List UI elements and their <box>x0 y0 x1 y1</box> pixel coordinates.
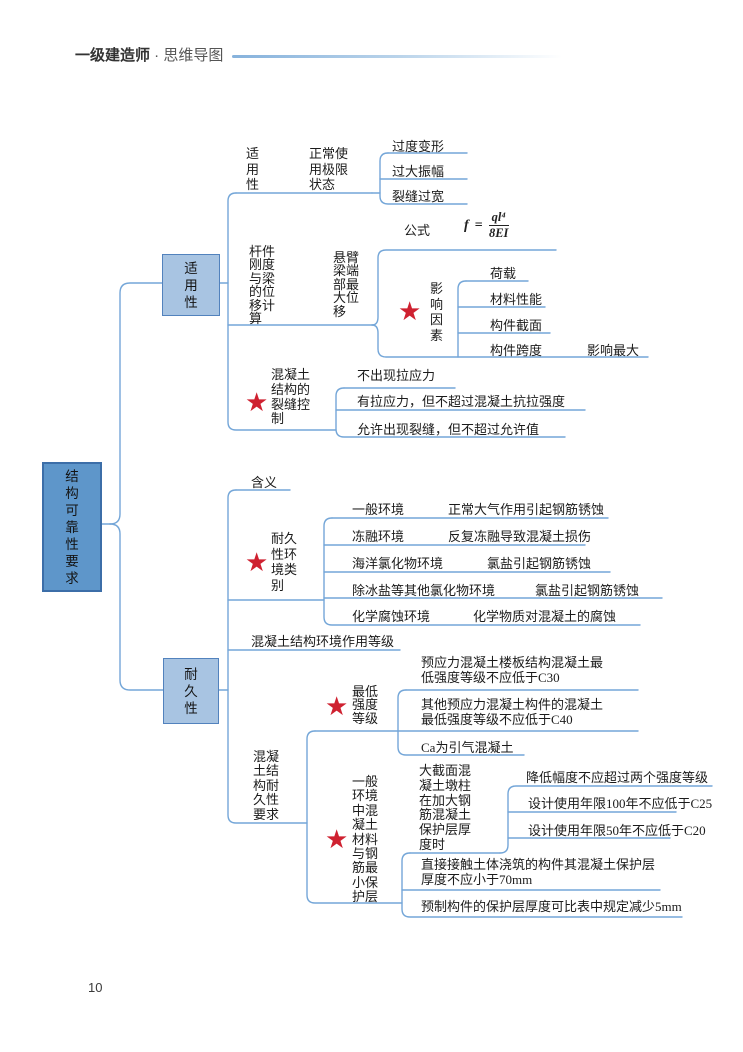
connector-line <box>397 689 525 756</box>
pier-leaf: 降低幅度不应超过两个强度等级 <box>526 770 709 785</box>
usability-leaf: 裂缝过宽 <box>392 189 445 204</box>
cantilever-label: 悬臂 梁端 部最 大位 移 <box>333 250 360 319</box>
crack-leaf: 不出现拉应力 <box>357 368 436 383</box>
page-header: 一级建造师 · 思维导图 <box>75 44 223 65</box>
factor-leaf: 构件跨度 <box>490 343 543 358</box>
env-effect: 氯盐引起钢筋锈蚀 <box>487 556 592 571</box>
branch-applicability-node: 适 用 性 <box>162 254 220 316</box>
formula-label: 公式 <box>404 223 431 238</box>
star-icon: ★ <box>325 825 349 855</box>
env-effect: 反复冻融导致混凝土损伤 <box>448 529 592 544</box>
header-separator: · <box>150 47 164 64</box>
formula-lhs: f <box>464 217 469 233</box>
connector-line <box>323 517 641 626</box>
star-icon: ★ <box>398 297 422 327</box>
branch-durability-node: 耐 久 性 <box>163 658 219 724</box>
usability-leaf: 过大振幅 <box>392 164 445 179</box>
star-icon: ★ <box>325 692 349 722</box>
min-strength-leaf: Ca为引气混凝土 <box>421 740 514 755</box>
connector-line <box>227 192 337 431</box>
connector-line <box>227 489 308 824</box>
connector-line <box>499 785 713 854</box>
star-icon: ★ <box>245 388 269 418</box>
connector-line <box>379 152 468 205</box>
connector-line <box>457 280 467 358</box>
env-name: 冻融环境 <box>352 529 405 544</box>
page-number: 10 <box>88 980 103 995</box>
min-strength-leaf: 其他预应力混凝土构件的混凝土 最低强度等级不应低于C40 <box>421 697 604 727</box>
applicability-connectors <box>217 152 649 438</box>
factor-note: 影响最大 <box>587 343 640 358</box>
header-subtitle: 思维导图 <box>163 47 224 64</box>
trunk-connectors <box>97 282 164 691</box>
env-name: 一般环境 <box>352 502 405 517</box>
crack-control-label: 混凝土 结构的 裂缝控 制 <box>271 367 311 427</box>
env-category-label: 耐久 性环 境类 别 <box>271 531 298 594</box>
min-strength-leaf: 预应力混凝土楼板结构混凝土最 低强度等级不应低于C30 <box>421 655 604 685</box>
env-grade-label: 混凝土结构环境作用等级 <box>251 634 395 649</box>
pier-leaf: 设计使用年限100年不应低于C25 <box>528 796 713 811</box>
env-name: 化学腐蚀环境 <box>352 609 431 624</box>
formula-denominator: 8EI <box>488 226 509 240</box>
durability-connectors <box>216 489 713 918</box>
stiffness-label: 杆件 刚度 与梁 的位 移计 算 <box>249 244 276 327</box>
pier-leaf: 设计使用年限50年不应低于C20 <box>528 823 706 838</box>
min-cover-label: 一般 环境 中混 凝土 材料 与钢 筋最 小保 护层 <box>352 774 379 905</box>
crack-leaf: 有拉应力，但不超过混凝土抗拉强度 <box>357 394 566 409</box>
connector-line <box>306 730 403 904</box>
usability-leaf: 过度变形 <box>392 139 445 154</box>
requirements-label: 混凝 土结 构耐 久性 要求 <box>253 749 280 822</box>
formula-numerator: ql⁴ <box>488 210 509 226</box>
factor-leaf: 构件截面 <box>490 318 543 333</box>
factor-leaf: 荷载 <box>490 266 517 281</box>
deflection-formula: f = ql⁴ 8EI <box>464 210 509 241</box>
connector-line <box>109 523 164 691</box>
precast-leaf: 预制构件的保护层厚度可比表中规定减少5mm <box>421 899 682 914</box>
env-effect: 氯盐引起钢筋锈蚀 <box>535 583 640 598</box>
min-strength-label: 最低 强度 等级 <box>352 684 379 726</box>
meaning-label: 含义 <box>251 475 278 490</box>
env-effect: 化学物质对混凝土的腐蚀 <box>473 609 617 624</box>
influence-factors-label: 影 响 因 素 <box>430 281 444 344</box>
root-node: 结 构 可 靠 性 要 求 <box>42 462 102 592</box>
formula-equals: = <box>474 217 483 233</box>
pier-label: 大截面混 凝土墩柱 在加大钢 筋混凝土 保护层厚 度时 <box>419 763 472 852</box>
crack-leaf: 允许出现裂缝，但不超过允许值 <box>357 422 540 437</box>
usability-limit-state-label: 正常使 用极限 状态 <box>309 146 349 193</box>
connector-line <box>371 324 649 358</box>
soil-contact-leaf: 直接接触土体浇筑的构件其混凝土保护层 厚度不应小于70mm <box>421 857 656 887</box>
connector-line <box>371 249 557 326</box>
env-name: 除冰盐等其他氯化物环境 <box>352 583 496 598</box>
star-icon: ★ <box>245 548 269 578</box>
env-name: 海洋氯化物环境 <box>352 556 444 571</box>
env-effect: 正常大气作用引起钢筋锈蚀 <box>448 502 605 517</box>
formula-fraction: ql⁴ 8EI <box>488 210 509 241</box>
factor-leaf: 材料性能 <box>490 292 543 307</box>
connector-line <box>401 852 683 918</box>
connector-line <box>109 282 163 525</box>
connector-line <box>335 387 566 438</box>
header-rule <box>232 55 562 58</box>
header-brand: 一级建造师 <box>75 47 151 64</box>
usability-label: 适 用 性 <box>246 146 260 193</box>
